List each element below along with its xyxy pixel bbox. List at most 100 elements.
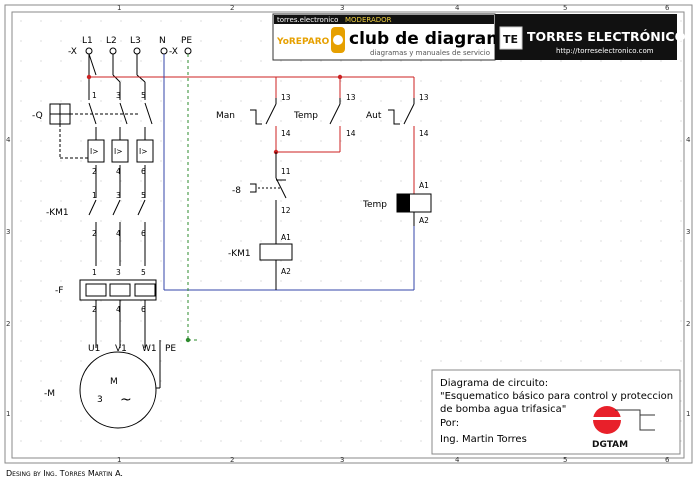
club-title: club de diagramas [349,29,526,49]
torres-banner-box [495,14,677,60]
motor-label: -M [44,389,55,399]
motor-m-text: M [110,377,118,387]
km1-pin-4: 4 [116,229,121,238]
temp-pin-13: 13 [346,93,356,102]
col-4-bottom: 4 [455,456,460,464]
yo-reparo-logo: YoREPARO [276,37,330,47]
moderador-text: MODERADOR [345,16,392,24]
junction-pe [185,337,191,343]
col-6-top: 6 [665,4,670,12]
km1-pin-5: 5 [141,191,146,200]
title-line-4: Por: [440,418,459,429]
stop-s8-label: -8 [232,186,241,196]
aut-actuator [388,109,400,125]
aut-pin-13: 13 [419,93,429,102]
col-1-top: 1 [117,4,121,12]
km1-coil-label: -KM1 [228,249,251,259]
f-pin-1: 1 [92,268,97,277]
banner: torres.electronico MODERADOR YoREPARO cl… [272,13,685,61]
control-red-wiring [89,76,415,153]
terminal-l2 [109,47,117,55]
motor-u1: U1 [88,344,100,354]
row-markers: 4 3 2 1 4 3 2 1 [6,136,691,418]
col-1-bottom: 1 [117,456,121,464]
q-relay-3 [136,139,154,163]
row-2-left: 2 [6,320,10,328]
terminal-pe-label: PE [181,36,192,46]
km1-power-label: -KM1 [46,208,69,218]
man-label: Man [216,111,235,121]
terminal-n [160,47,168,55]
terminal-l1 [85,47,93,55]
col-5-top: 5 [563,4,567,12]
temp-switch-label: Temp [293,111,318,121]
control-circuit: Man 13 14 Temp 13 14 Aut 13 14 -8 11 12 … [216,93,432,290]
terminal-x-mid: -X [169,47,178,57]
junction-control-top [337,74,343,80]
col-3-bottom: 3 [340,456,344,464]
q-label: -Q [32,111,43,121]
q-relay-1 [87,139,105,163]
te-logo: TE [503,33,518,46]
breaker-q: -Q 1 3 5 I> I> I> 2 4 6 [32,91,154,176]
q-relay-glyph-2: I> [114,147,123,156]
s8-pin-11: 11 [281,167,291,176]
row-4-right: 4 [686,136,691,144]
s8-actuator [250,183,257,193]
torres-title: TORRES ELECTRÓNICO [527,29,685,44]
neutral-wiring [163,54,415,291]
l1-offset [88,53,97,76]
terminal-n-label: N [159,36,166,46]
km1-coil-a2: A2 [281,267,291,276]
supply-terminals: L1 L2 L3 N PE -X -X [68,36,192,57]
km1-pin-3: 3 [116,191,121,200]
q-relay-2 [111,139,129,163]
timer-a2: A2 [419,216,429,225]
te-logo-box [499,26,523,50]
f-label: -F [55,286,63,296]
man-actuator [250,109,262,125]
terminal-l2-label: L2 [106,36,117,46]
km1-coil [259,243,293,261]
q-relay-glyph-1: I> [90,147,99,156]
torres-url: http://torreselectronico.com [556,47,654,55]
terminal-pe [184,47,192,55]
site-text: torres.electronico [277,16,338,24]
club-subtitle: diagramas y manuales de servicio [370,49,490,57]
motor-circle [79,351,157,429]
timer-a1: A1 [419,181,429,190]
man-pin-14: 14 [281,129,291,138]
col-6-bottom: 6 [665,456,670,464]
temp-timer-label: Temp [362,200,387,210]
row-3-left: 3 [6,228,10,236]
col-4-top: 4 [455,4,460,12]
q-pin-3: 3 [116,91,121,100]
q-relay-glyph-3: I> [139,147,148,156]
terminal-l3 [133,47,141,55]
q-pin-4: 4 [116,167,121,176]
timer-coil-fill [397,194,410,212]
title-line-5: Ing. Martin Torres [440,434,527,445]
title-line-2: "Esquematico básico para control y prote… [440,390,673,402]
dgtam-logo-text: DGTAM [592,440,628,450]
col-2-top: 2 [230,4,234,12]
overload-f: -F 1 3 5 2 4 6 [55,268,157,314]
col-3-top: 3 [340,4,344,12]
f-pin-6: 6 [141,305,146,314]
km1-pin-6: 6 [141,229,146,238]
s8-pin-12: 12 [281,206,291,215]
q-pin-1: 1 [92,91,97,100]
f-pin-5: 5 [141,268,146,277]
contactor-km1-power: -KM1 1 3 5 2 4 6 [46,191,146,238]
motor-m: U1 V1 W1 PE -M M 3 ~ [44,340,176,429]
km1-pin-1: 1 [92,191,97,200]
man-pin-13: 13 [281,93,291,102]
title-box [431,369,681,455]
f-pin-3: 3 [116,268,121,277]
terminal-l3-label: L3 [130,36,141,46]
km1-pin-2: 2 [92,229,97,238]
dgtam-logo-lines [615,409,655,431]
row-1-left: 1 [6,410,10,418]
